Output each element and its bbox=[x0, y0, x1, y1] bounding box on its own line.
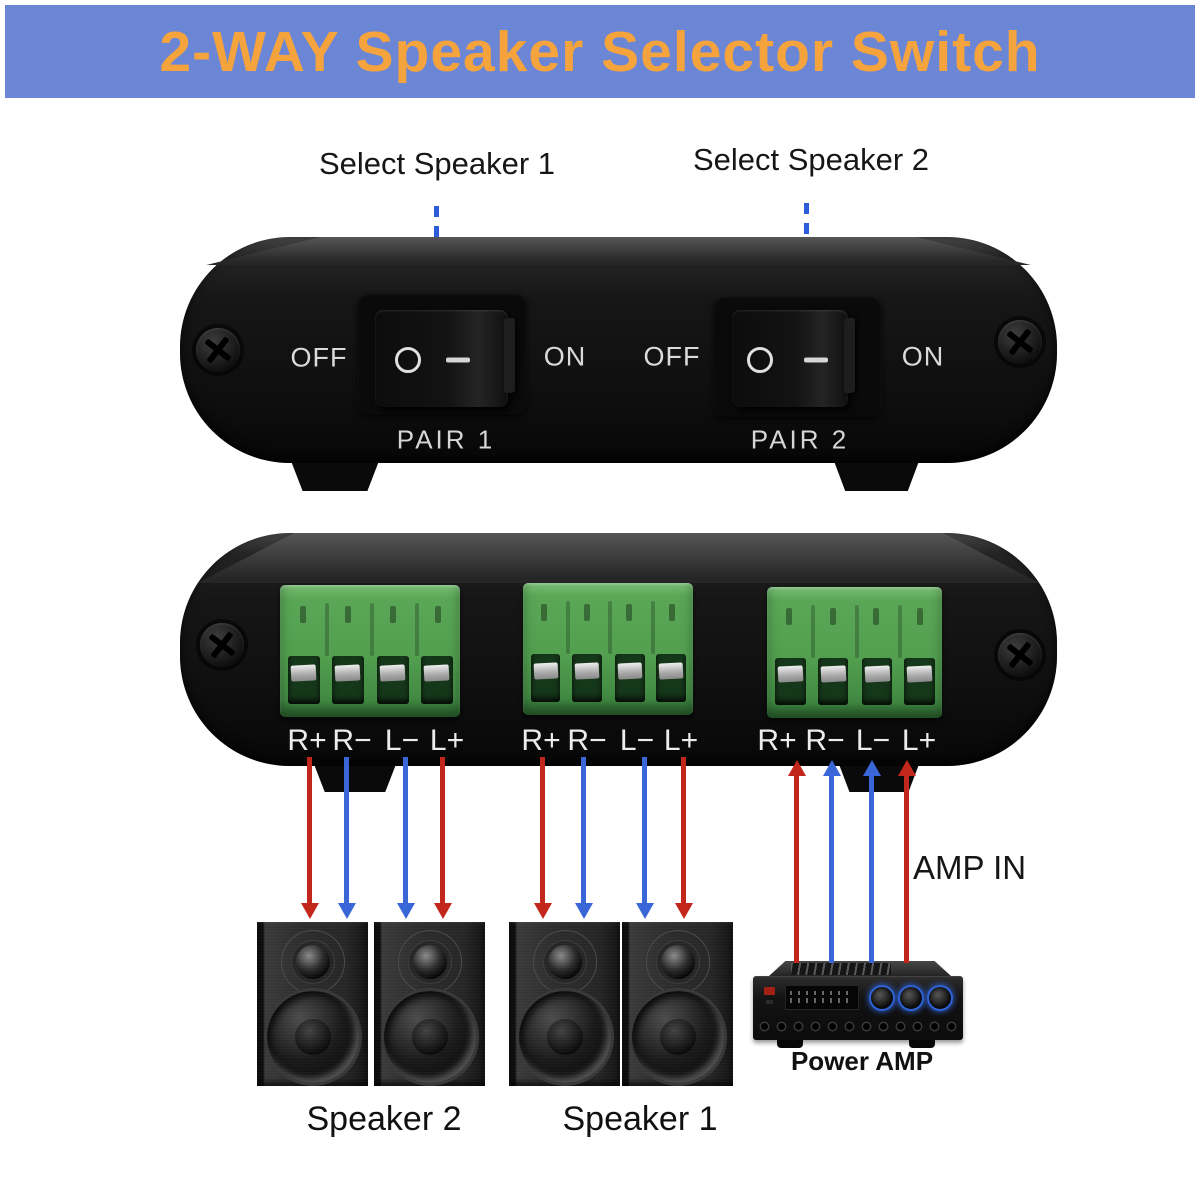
rear-top-face bbox=[197, 533, 1040, 583]
power-on-dash-icon bbox=[446, 357, 470, 363]
amp-jacks-row bbox=[761, 1020, 955, 1032]
screw-icon bbox=[998, 633, 1042, 677]
speaker-cabinet bbox=[374, 922, 485, 1086]
terminal-label: L− bbox=[855, 724, 891, 757]
terminal-label: L− bbox=[384, 724, 420, 757]
amp-knob-icon bbox=[927, 985, 953, 1011]
switch-bezel-pair-1 bbox=[357, 292, 527, 415]
tweeter-icon bbox=[660, 945, 695, 979]
rocker-switch-pair-2 bbox=[732, 310, 848, 407]
rocker-switch-pair-1 bbox=[375, 310, 508, 407]
pair2-off-label: OFF bbox=[643, 341, 701, 372]
terminal-label: R− bbox=[805, 724, 845, 757]
amp-knob-icon bbox=[898, 985, 924, 1011]
terminal-label: L+ bbox=[901, 724, 937, 757]
wire-speaker1-l-plus bbox=[681, 757, 686, 903]
tweeter-ring-icon bbox=[645, 930, 710, 994]
wire-amp-l-plus bbox=[904, 776, 909, 963]
terminal-block-speaker2-out bbox=[280, 585, 460, 717]
woofer-icon bbox=[628, 988, 727, 1086]
wire-amp-r-plus bbox=[794, 776, 799, 963]
callout-select-speaker-2: Select Speaker 2 bbox=[692, 142, 930, 177]
screw-icon bbox=[196, 328, 240, 372]
woofer-icon bbox=[263, 988, 362, 1086]
device-foot bbox=[314, 766, 396, 792]
screw-icon bbox=[998, 320, 1042, 364]
speaker-cabinet bbox=[509, 922, 620, 1086]
device-foot bbox=[834, 463, 919, 491]
tweeter-icon bbox=[295, 945, 330, 979]
speaker-cabinet bbox=[622, 922, 733, 1086]
title-banner: 2-WAY Speaker Selector Switch bbox=[5, 5, 1195, 98]
amp-in-label: AMP IN bbox=[913, 849, 1027, 886]
terminal-label: R+ bbox=[287, 724, 327, 757]
tweeter-ring-icon bbox=[397, 930, 462, 994]
front-top-face bbox=[206, 237, 1031, 265]
amp-front-panel bbox=[753, 976, 963, 1040]
selector-switch-rear-view: R+ R− L− L+ R+ R− L− L+ R+ R− L− L+ bbox=[180, 533, 1057, 792]
pair1-off-label: OFF bbox=[290, 342, 348, 373]
terminal-block-speaker1-out bbox=[523, 583, 693, 715]
wire-speaker2-r-minus bbox=[344, 757, 349, 903]
terminal-label: R+ bbox=[757, 724, 797, 757]
pair2-label: PAIR 2 bbox=[750, 424, 850, 455]
selector-switch-front-view: OFF ON PAIR 1 OFF ON PAIR 2 bbox=[180, 237, 1057, 491]
amp-display bbox=[785, 985, 859, 1010]
terminal-label: L− bbox=[619, 724, 655, 757]
terminal-label: R+ bbox=[521, 724, 561, 757]
tweeter-ring-icon bbox=[280, 930, 345, 994]
pair1-on-label: ON bbox=[543, 341, 587, 372]
switch-bezel-pair-2 bbox=[713, 295, 882, 417]
amp-foot bbox=[777, 1040, 803, 1048]
wire-amp-r-minus bbox=[829, 776, 834, 963]
speaker-pair-1-label: Speaker 1 bbox=[562, 1100, 718, 1138]
wire-speaker2-r-plus bbox=[307, 757, 312, 903]
callout-select-speaker-1: Select Speaker 1 bbox=[318, 146, 556, 181]
amp-vents-icon bbox=[791, 963, 891, 975]
device-foot bbox=[291, 463, 379, 491]
tweeter-icon bbox=[412, 945, 447, 979]
speaker-cabinet bbox=[257, 922, 368, 1086]
pair2-on-label: ON bbox=[901, 341, 945, 372]
terminal-label: R− bbox=[332, 724, 372, 757]
terminal-label: R− bbox=[567, 724, 607, 757]
woofer-icon bbox=[515, 988, 614, 1086]
wire-speaker2-l-minus bbox=[403, 757, 408, 903]
terminal-block-amp-in bbox=[767, 587, 942, 718]
wire-amp-l-minus bbox=[869, 776, 874, 963]
screw-icon bbox=[200, 623, 244, 667]
wire-speaker1-r-minus bbox=[581, 757, 586, 903]
power-off-circle-icon bbox=[747, 347, 773, 373]
wire-speaker1-l-minus bbox=[642, 757, 647, 903]
wire-speaker1-r-plus bbox=[540, 757, 545, 903]
amp-foot bbox=[909, 1040, 935, 1048]
power-amplifier bbox=[753, 961, 963, 1051]
tweeter-ring-icon bbox=[532, 930, 597, 994]
pair1-label: PAIR 1 bbox=[396, 424, 496, 455]
amp-power-button bbox=[764, 987, 775, 995]
tweeter-icon bbox=[547, 945, 582, 979]
power-on-dash-icon bbox=[804, 357, 828, 363]
power-off-circle-icon bbox=[395, 347, 421, 373]
woofer-icon bbox=[380, 988, 479, 1086]
power-amp-label: Power AMP bbox=[790, 1046, 934, 1076]
amp-knob-icon bbox=[869, 985, 895, 1011]
wire-speaker2-l-plus bbox=[440, 757, 445, 903]
speaker-pair-2-label: Speaker 2 bbox=[306, 1100, 462, 1138]
terminal-label: L+ bbox=[429, 724, 465, 757]
terminal-label: L+ bbox=[663, 724, 699, 757]
page-title: 2-WAY Speaker Selector Switch bbox=[159, 19, 1041, 84]
